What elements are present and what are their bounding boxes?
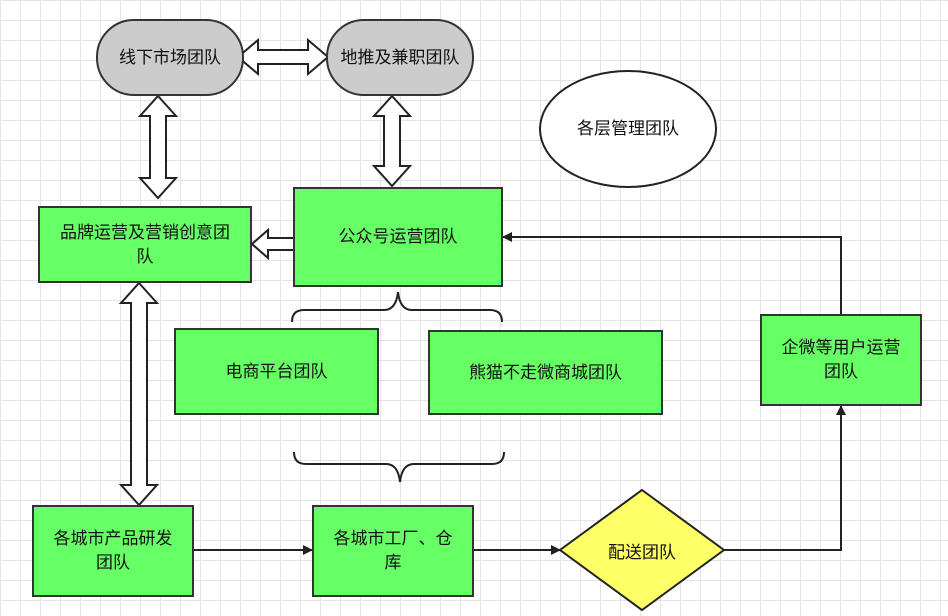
node-management: 各层管理团队 [539,70,717,188]
node-rd-team-label: 各城市产品研发团队 [53,529,173,573]
node-brand-team: 品牌运营及营销创意团队 [38,206,252,283]
node-management-label: 各层管理团队 [577,119,679,139]
node-panda-team-label: 熊猫不走微商城团队 [469,362,622,383]
node-offline-team: 线下市场团队 [96,19,244,96]
double-arrow-offline-ground [236,37,330,77]
arrow-wecom-wechat [502,232,842,314]
node-delivery-label: 配送团队 [608,542,676,563]
double-arrow-brand-rd [118,281,160,507]
node-ground-team: 地推及兼职团队 [326,19,474,96]
node-offline-team-label: 线下市场团队 [119,47,221,68]
node-brand-team-label: 品牌运营及营销创意团队 [60,222,230,267]
node-ecom-team: 电商平台团队 [174,328,379,415]
node-factory: 各城市工厂、仓库 [312,505,474,597]
brace-bottom [293,451,505,483]
node-ecom-team-label: 电商平台团队 [225,361,328,382]
arrow-delivery-wecom [724,405,846,551]
node-wecom-team: 企微等用户运营团队 [760,314,922,406]
node-ground-team-label: 地推及兼职团队 [340,47,460,68]
double-arrow-offline-brand [137,94,179,200]
node-factory-label: 各城市工厂、仓库 [333,529,453,573]
node-wechat-team: 公众号运营团队 [293,187,503,287]
node-panda-team: 熊猫不走微商城团队 [428,330,663,415]
node-rd-team: 各城市产品研发团队 [32,505,194,597]
double-arrow-ground-wechat [371,94,413,188]
delivery-diamond [558,488,726,612]
node-wecom-team-label: 企微等用户运营团队 [781,338,901,382]
node-wechat-team-label: 公众号运营团队 [338,227,458,247]
brace-top [291,291,503,323]
